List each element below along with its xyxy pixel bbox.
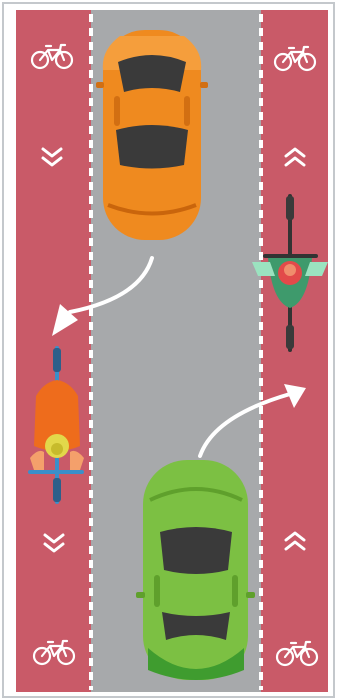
right-bike-lane	[261, 10, 328, 692]
orange-car	[96, 30, 208, 240]
green-car	[136, 460, 255, 680]
